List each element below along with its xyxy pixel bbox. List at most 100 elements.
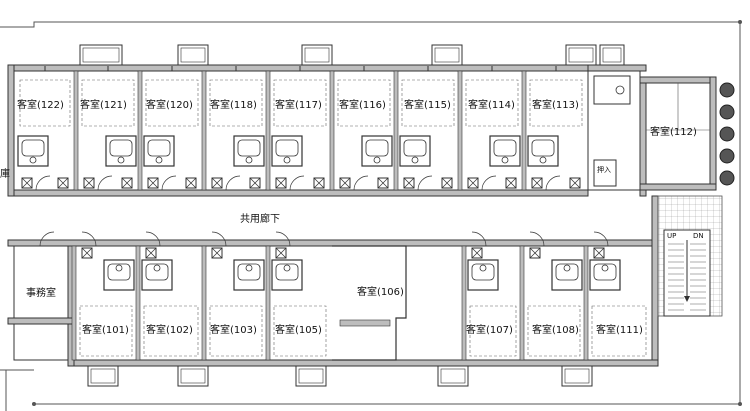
toilet [115,264,123,272]
utility-room [587,70,641,191]
storage-cross [529,247,541,259]
balcony [87,365,119,387]
party-wall [201,245,207,361]
party-wall [265,245,271,361]
bed-outline [143,305,199,357]
bed-outline [527,305,581,357]
unit-bath [105,135,137,167]
office-room [13,245,69,319]
bathtub [237,263,261,281]
room-label: 客室(107) [466,323,513,336]
shrub [719,170,735,186]
balcony [599,44,625,66]
balcony-rail [298,368,324,384]
storage-cross [531,177,543,189]
room-label: 客室(122) [17,98,64,111]
bathtub [147,139,171,157]
storage-cross [185,177,197,189]
common-corridor [10,196,642,240]
room-106-outline [332,245,407,361]
party-wall [583,245,589,361]
unit-bath [361,135,393,167]
site-boundary-top [0,21,740,28]
storage-cross [275,177,287,189]
bed-outline [337,79,391,127]
storage-cross [569,177,581,189]
bed-outline [79,305,133,357]
room-label: 客室(108) [532,323,579,336]
party-wall [265,70,271,191]
storage-cross [441,177,453,189]
bathtub [109,139,133,157]
storage-cross [403,177,415,189]
storage-cross [121,177,133,189]
balcony [301,44,333,66]
balcony [177,44,209,66]
closet-label: 押入 [597,165,611,174]
door-swing [471,231,487,247]
door-swing [353,175,369,191]
party-wall [201,70,207,191]
bed-outline [273,79,327,127]
unit-bath [233,135,265,167]
room-label: 客室(105) [275,323,322,336]
balcony-rail [434,47,460,63]
balcony-rail [82,47,120,63]
bathtub [531,139,555,157]
room-106-label: 客室(106) [357,285,404,298]
storage-cross [339,177,351,189]
bathtub [593,263,617,281]
door-swing [35,175,51,191]
room-label: 客室(103) [210,323,257,336]
bed-outline [401,79,455,127]
room-label: 客室(101) [82,323,129,336]
unit-bath [233,259,265,291]
door-swing [275,231,291,247]
door-swing [81,231,97,247]
bed-outline [19,79,71,127]
storage-cross [211,177,223,189]
storage-cross [83,177,95,189]
storage-cross [145,247,157,259]
bed-outline [209,305,263,357]
unit-bath [141,259,173,291]
toilet [615,85,625,95]
party-wall [393,70,399,191]
bed-outline [81,79,135,127]
bathtub [493,139,517,157]
unit-bath [551,259,583,291]
room-label: 客室(115) [404,98,451,111]
door-swing [97,175,113,191]
door-swing [417,175,433,191]
party-wall [519,245,525,361]
toilet [283,156,291,164]
unit-bath [17,135,49,167]
storage-cross [211,247,223,259]
room-label: 客室(120) [146,98,193,111]
toilet [155,156,163,164]
bathtub [237,139,261,157]
room-label: 客室(121) [80,98,127,111]
toilet [563,264,571,272]
storage-cross [593,247,605,259]
storage-cross [21,177,33,189]
toilet [117,156,125,164]
bed-outline [145,79,199,127]
toilet [283,264,291,272]
party-wall [521,70,527,191]
bathtub [275,139,299,157]
stair-treads [668,243,706,311]
bed-outline [273,305,327,357]
toilet [245,156,253,164]
door-swing [211,231,227,247]
toilet [601,264,609,272]
balcony [561,365,593,387]
storage-cross [467,177,479,189]
bed-outline [529,79,583,127]
unit-bath [527,135,559,167]
toilet-room [593,75,631,105]
door-swing [39,231,55,247]
bathtub [145,263,169,281]
storage-cross [313,177,325,189]
